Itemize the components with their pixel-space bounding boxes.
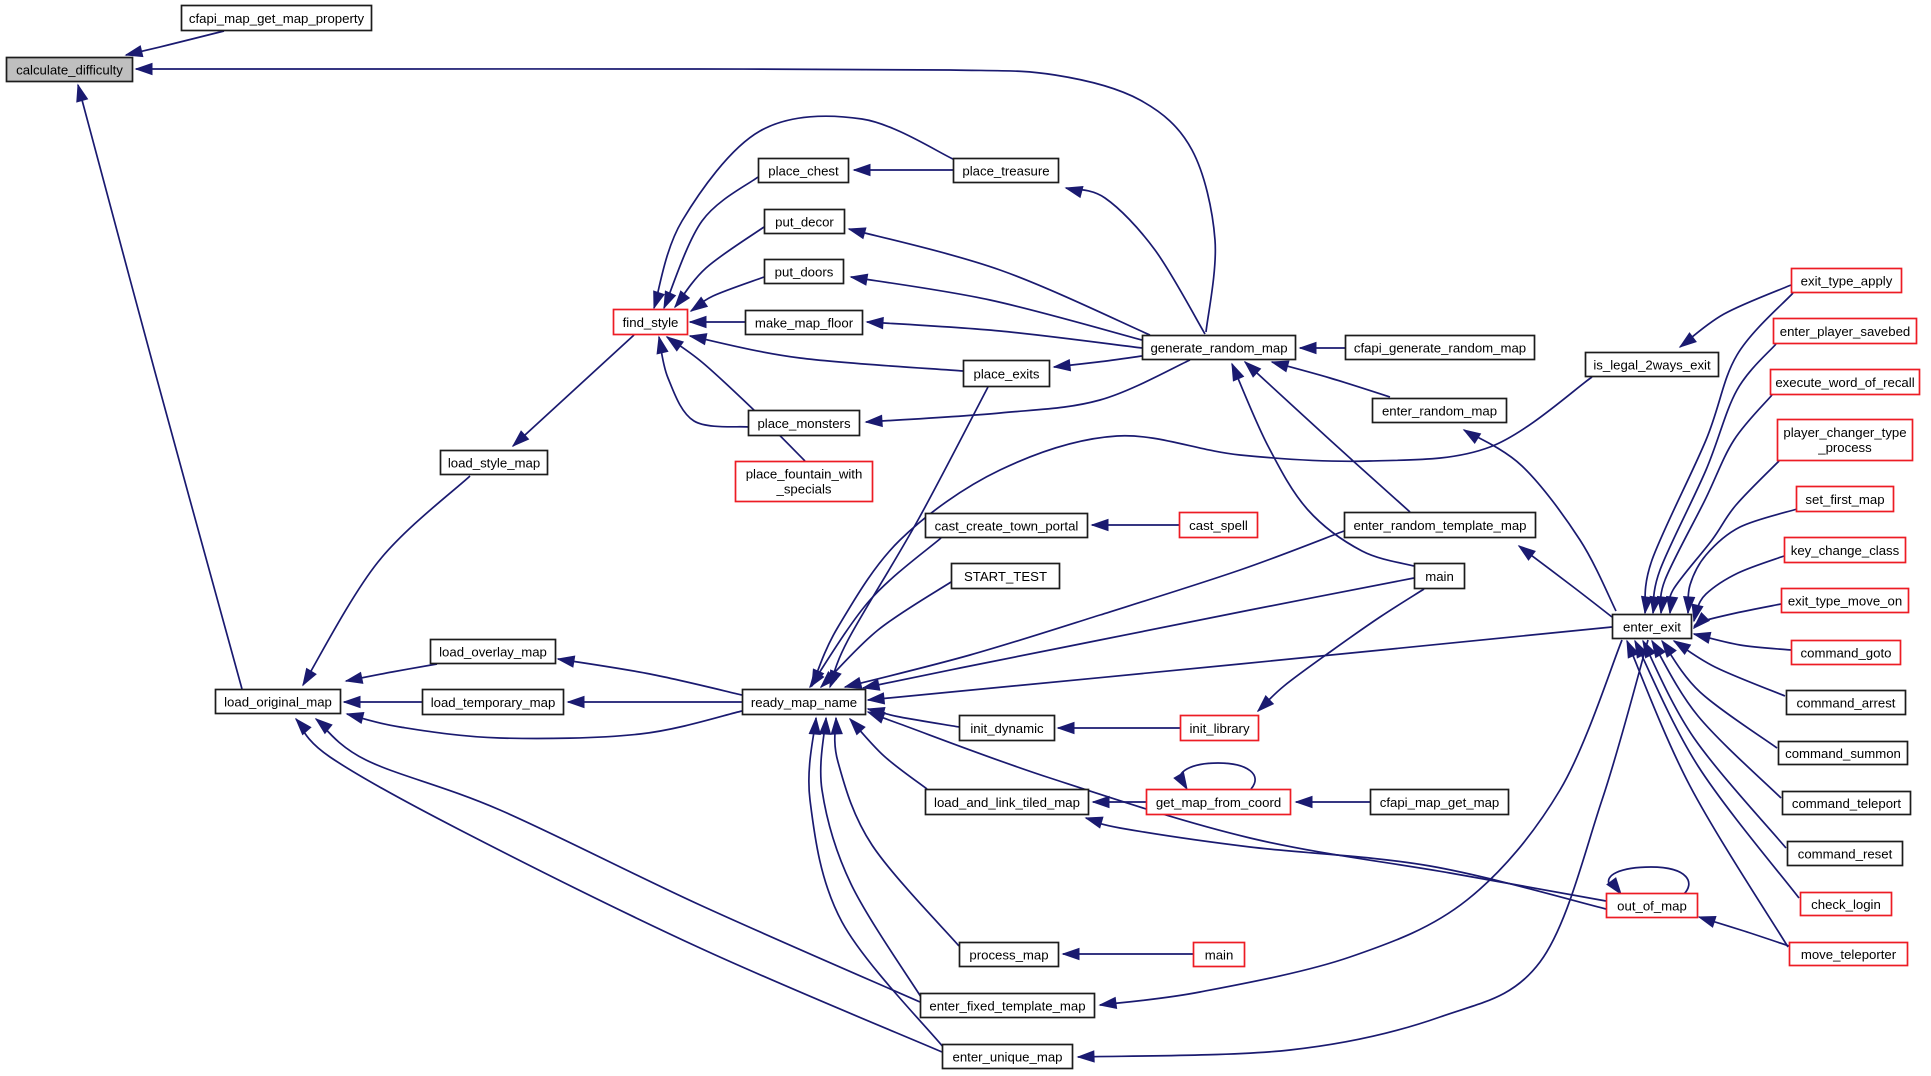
svg-text:place_fountain_with: place_fountain_with [746, 466, 863, 481]
svg-text:execute_word_of_recall: execute_word_of_recall [1775, 375, 1914, 390]
svg-text:move_teleporter: move_teleporter [1801, 947, 1897, 962]
svg-text:enter_unique_map: enter_unique_map [953, 1050, 1063, 1065]
svg-text:find_style: find_style [623, 315, 679, 330]
svg-text:cfapi_generate_random_map: cfapi_generate_random_map [1354, 341, 1526, 356]
svg-text:command_teleport: command_teleport [1792, 796, 1902, 811]
svg-text:main: main [1205, 948, 1234, 963]
svg-text:command_summon: command_summon [1785, 746, 1901, 761]
svg-text:place_exits: place_exits [974, 367, 1040, 382]
svg-text:place_monsters: place_monsters [757, 416, 850, 431]
svg-text:enter_player_savebed: enter_player_savebed [1780, 324, 1911, 339]
svg-text:check_login: check_login [1811, 897, 1881, 912]
svg-text:get_map_from_coord: get_map_from_coord [1156, 795, 1281, 810]
svg-text:cfapi_map_get_map_property: cfapi_map_get_map_property [189, 11, 365, 26]
svg-text:load_style_map: load_style_map [448, 456, 540, 471]
svg-text:cfapi_map_get_map: cfapi_map_get_map [1380, 795, 1500, 810]
svg-text:enter_random_map: enter_random_map [1382, 404, 1497, 419]
svg-text:START_TEST: START_TEST [964, 569, 1047, 584]
svg-text:player_changer_type: player_changer_type [1783, 425, 1906, 440]
svg-text:process_map: process_map [969, 948, 1048, 963]
svg-text:_process: _process [1817, 440, 1872, 455]
svg-text:command_reset: command_reset [1798, 847, 1893, 862]
svg-text:put_decor: put_decor [775, 215, 834, 230]
svg-text:set_first_map: set_first_map [1805, 492, 1884, 507]
svg-text:cast_create_town_portal: cast_create_town_portal [935, 519, 1079, 534]
svg-text:main: main [1425, 569, 1454, 584]
svg-text:load_temporary_map: load_temporary_map [431, 695, 556, 710]
svg-text:load_overlay_map: load_overlay_map [439, 645, 547, 660]
svg-text:enter_random_template_map: enter_random_template_map [1353, 518, 1526, 533]
svg-text:cast_spell: cast_spell [1189, 518, 1248, 533]
svg-text:load_original_map: load_original_map [224, 695, 332, 710]
svg-text:generate_random_map: generate_random_map [1150, 341, 1287, 356]
svg-text:calculate_difficulty: calculate_difficulty [16, 63, 123, 78]
svg-text:load_and_link_tiled_map: load_and_link_tiled_map [934, 795, 1080, 810]
svg-text:exit_type_apply: exit_type_apply [1801, 274, 1893, 289]
svg-text:command_arrest: command_arrest [1797, 696, 1896, 711]
svg-text:exit_type_move_on: exit_type_move_on [1788, 594, 1902, 609]
svg-text:place_treasure: place_treasure [962, 164, 1049, 179]
svg-text:is_legal_2ways_exit: is_legal_2ways_exit [1593, 358, 1711, 373]
svg-text:place_chest: place_chest [768, 164, 839, 179]
svg-text:ready_map_name: ready_map_name [751, 695, 857, 710]
svg-text:init_dynamic: init_dynamic [970, 721, 1044, 736]
svg-text:enter_fixed_template_map: enter_fixed_template_map [929, 999, 1085, 1014]
svg-text:make_map_floor: make_map_floor [755, 316, 854, 331]
svg-text:command_goto: command_goto [1801, 646, 1892, 661]
svg-text:_specials: _specials [776, 481, 832, 496]
svg-text:put_doors: put_doors [775, 265, 834, 280]
svg-text:key_change_class: key_change_class [1791, 543, 1900, 558]
svg-text:out_of_map: out_of_map [1617, 899, 1687, 914]
svg-text:enter_exit: enter_exit [1623, 620, 1681, 635]
svg-text:init_library: init_library [1189, 721, 1250, 736]
